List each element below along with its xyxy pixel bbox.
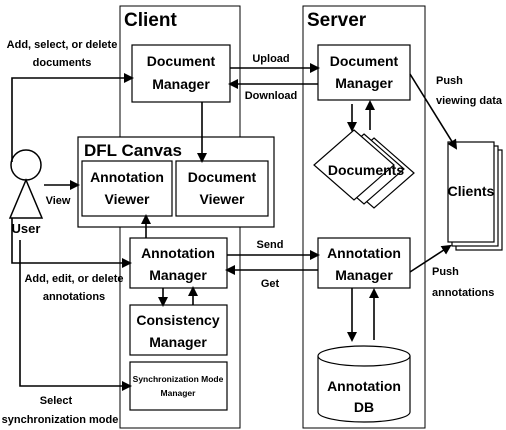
annotation-db-line1: Annotation <box>327 378 401 394</box>
client-document-manager: Document Manager <box>131 44 231 103</box>
label-download: Download <box>245 90 298 102</box>
label-add-documents-line2: documents <box>33 57 92 69</box>
label-add-annotations-line1: Add, edit, or delete <box>24 273 123 285</box>
label-select-sync-line2: synchronization mode <box>2 414 119 426</box>
sync-mode-manager: Synchronization Mode Manager <box>129 361 228 411</box>
label-send: Send <box>257 239 284 251</box>
arrow-push-viewing-data <box>409 73 458 150</box>
label-push-viewing-line1: Push <box>436 75 463 87</box>
documents-stack: Documents <box>313 129 415 209</box>
server-document-manager-line2: Manager <box>335 75 393 91</box>
server-document-manager-line1: Document <box>330 53 399 69</box>
client-annotation-manager-line1: Annotation <box>141 245 215 261</box>
clients-label: Clients <box>448 183 495 199</box>
dfl-canvas-title: DFL Canvas <box>84 141 182 160</box>
label-view: View <box>46 195 71 207</box>
annotation-viewer: Annotation Viewer <box>81 160 173 217</box>
annotation-db-cylinder: Annotation DB <box>317 345 411 423</box>
arrow-push-annotations <box>409 244 452 273</box>
annotation-db-line2: DB <box>354 399 374 415</box>
server-title: Server <box>307 10 367 31</box>
label-select-sync-line1: Select <box>40 395 73 407</box>
client-annotation-manager-line2: Manager <box>149 267 207 283</box>
client-document-manager-line2: Manager <box>152 76 210 92</box>
arrow-user-to-annotation-manager <box>11 218 132 268</box>
server-annotation-manager-line2: Manager <box>335 267 393 283</box>
arrows <box>11 63 458 391</box>
label-push-annotations-line2: annotations <box>432 287 494 299</box>
server-annotation-manager-line1: Annotation <box>327 245 401 261</box>
documents-label: Documents <box>328 162 404 178</box>
server-annotation-manager: Annotation Manager <box>317 237 411 289</box>
annotation-viewer-line2: Viewer <box>105 191 150 207</box>
sync-mode-manager-line1: Synchronization Mode <box>133 374 224 384</box>
arrow-user-to-client-doc-manager <box>11 73 134 162</box>
consistency-manager-line1: Consistency <box>136 312 219 328</box>
client-document-manager-line1: Document <box>147 53 216 69</box>
annotation-viewer-line1: Annotation <box>90 169 164 185</box>
consistency-manager: Consistency Manager <box>129 304 228 356</box>
user-label: User <box>12 221 41 236</box>
user-icon <box>8 149 44 219</box>
sync-mode-manager-line2: Manager <box>161 388 197 398</box>
document-viewer: Document Viewer <box>175 160 269 217</box>
label-upload: Upload <box>252 53 289 65</box>
server-panel <box>302 5 426 429</box>
document-viewer-line2: Viewer <box>200 191 245 207</box>
consistency-manager-line2: Manager <box>149 334 207 350</box>
arrow-user-to-sync-mode-manager <box>19 240 132 391</box>
label-add-annotations-line2: annotations <box>43 291 105 303</box>
label-add-documents-line1: Add, select, or delete <box>7 39 118 51</box>
label-push-viewing-line2: viewing data <box>436 95 503 107</box>
document-viewer-line1: Document <box>188 169 257 185</box>
label-push-annotations-line1: Push <box>432 266 459 278</box>
server-document-manager: Document Manager <box>317 44 411 101</box>
label-get: Get <box>261 278 280 290</box>
client-annotation-manager: Annotation Manager <box>129 237 228 289</box>
clients-stack: Clients <box>447 141 503 251</box>
client-title: Client <box>124 10 177 31</box>
